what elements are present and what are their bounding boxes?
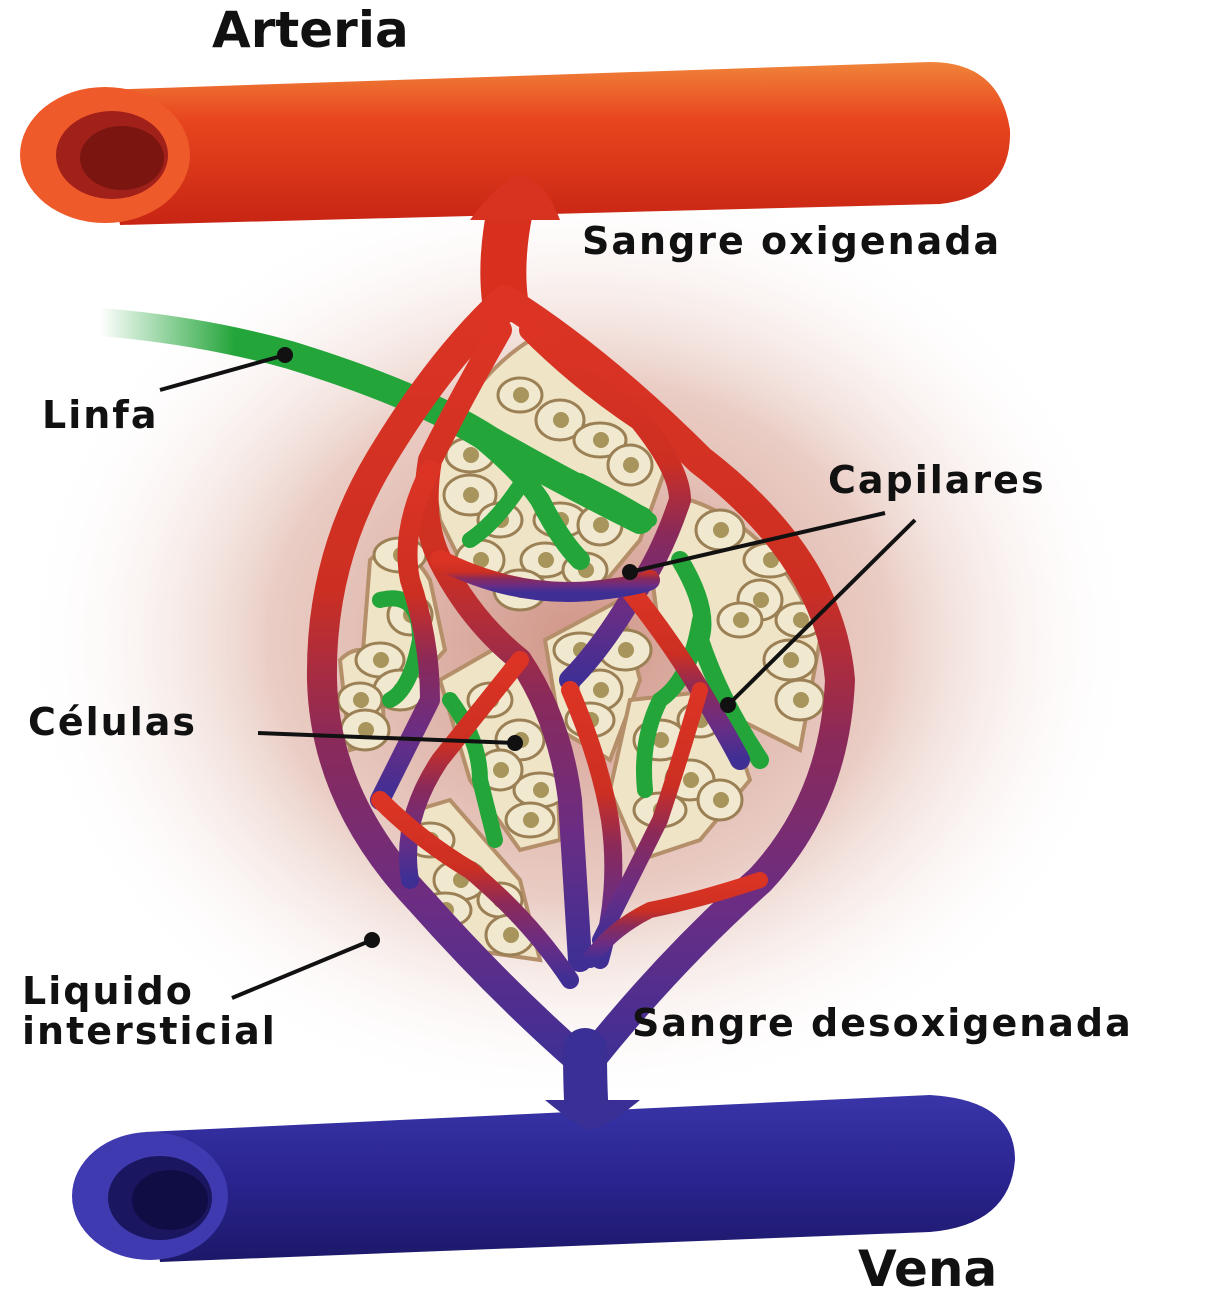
arteria-label: Arteria bbox=[212, 4, 409, 57]
cell-nucleus bbox=[593, 682, 609, 698]
cell-nucleus bbox=[623, 457, 639, 473]
liquido-label-line-1: Liquido bbox=[22, 972, 277, 1012]
cell-nucleus bbox=[553, 412, 569, 428]
cell-nucleus bbox=[463, 487, 479, 503]
celulas-label: Células bbox=[28, 703, 197, 743]
cell-nucleus bbox=[733, 612, 749, 628]
linfa-label: Linfa bbox=[42, 396, 158, 436]
sangre-desoxigenada-label: Sangre desoxigenada bbox=[632, 1004, 1133, 1044]
cell-nucleus bbox=[538, 552, 554, 568]
cell-nucleus bbox=[503, 927, 519, 943]
cell-nucleus bbox=[523, 812, 539, 828]
cell-nucleus bbox=[713, 522, 729, 538]
cell-nucleus bbox=[753, 592, 769, 608]
capilares-label: Capilares bbox=[828, 461, 1046, 501]
cell-nucleus bbox=[493, 762, 509, 778]
cell-nucleus bbox=[593, 432, 609, 448]
cell-nucleus bbox=[353, 692, 369, 708]
liquido-intersticial-label: Liquido intersticial bbox=[22, 972, 277, 1052]
vein bbox=[72, 1095, 1015, 1262]
cell-nucleus bbox=[513, 387, 529, 403]
liquido-label-line-2: intersticial bbox=[22, 1012, 277, 1052]
cell-nucleus bbox=[783, 652, 799, 668]
cell-nucleus bbox=[533, 782, 549, 798]
cell-nucleus bbox=[683, 772, 699, 788]
cell-nucleus bbox=[618, 642, 634, 658]
sangre-oxigenada-label: Sangre oxigenada bbox=[582, 222, 1001, 262]
cell-nucleus bbox=[713, 792, 729, 808]
artery bbox=[20, 62, 1010, 225]
cell-nucleus bbox=[593, 517, 609, 533]
cell-nucleus bbox=[373, 652, 389, 668]
cell-nucleus bbox=[463, 447, 479, 463]
vena-label: Vena bbox=[858, 1243, 997, 1296]
cell-nucleus bbox=[793, 692, 809, 708]
